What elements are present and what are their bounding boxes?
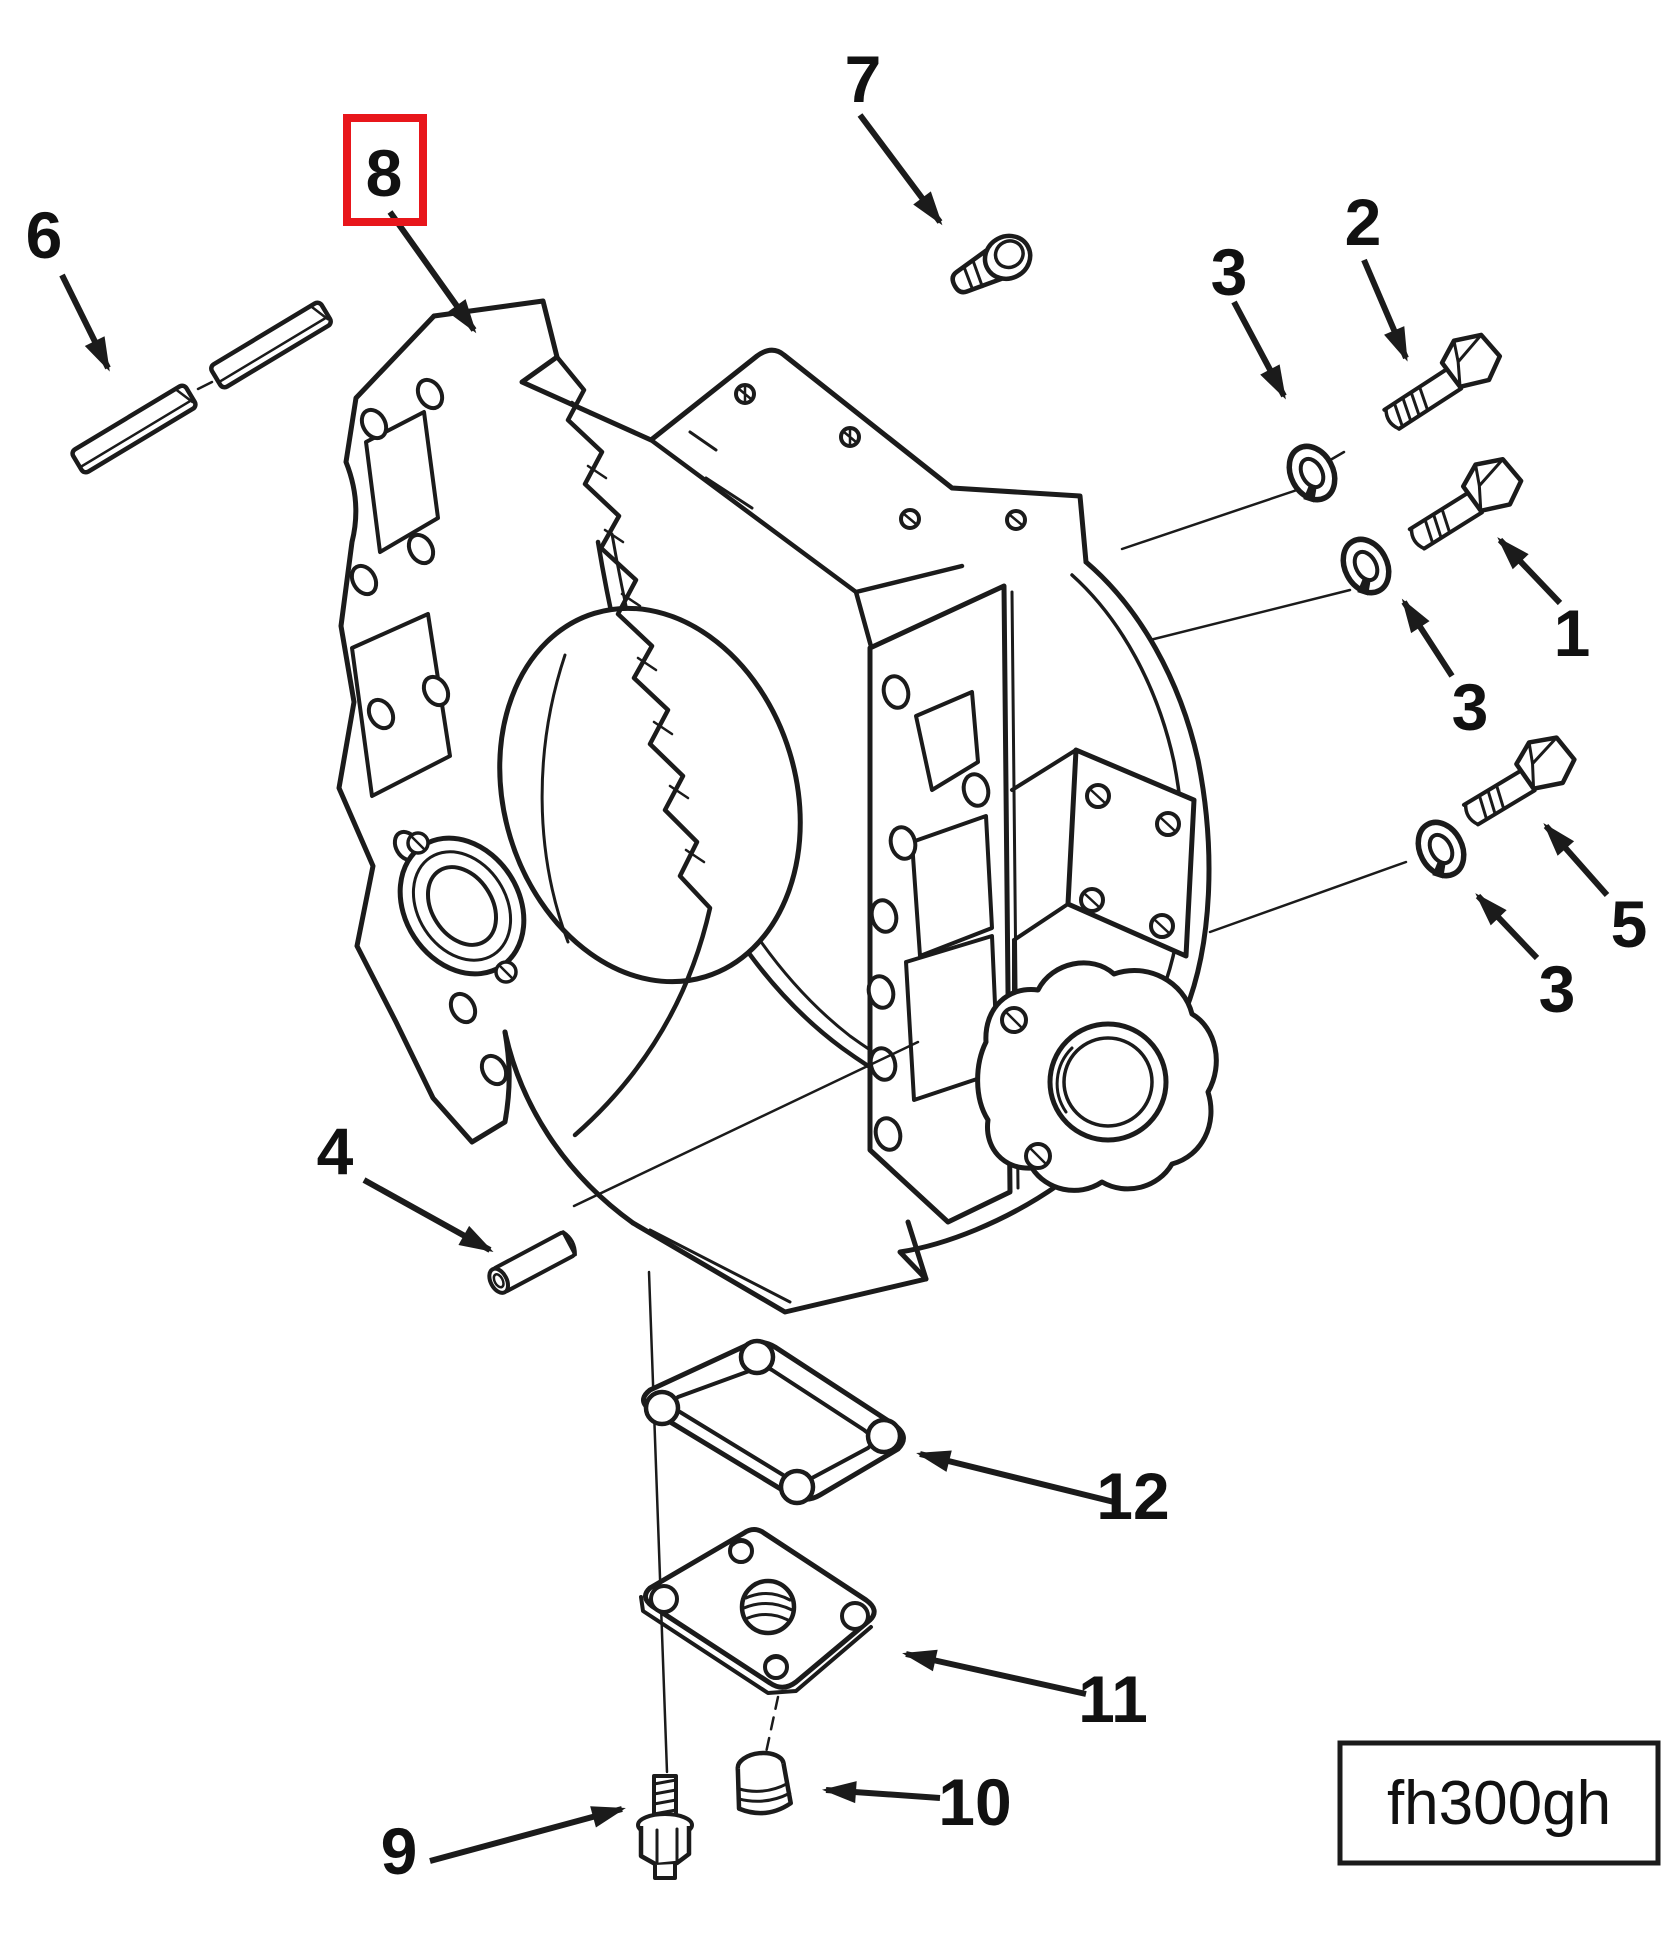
- flange-ridge-edge: [554, 354, 713, 1138]
- washer-3c: [1415, 819, 1467, 879]
- figure-code-text: fh300gh: [1387, 1769, 1611, 1838]
- callout-label-6: 6: [26, 198, 63, 272]
- leader-lines: [196, 380, 1442, 1774]
- washer-3a: [1286, 443, 1338, 503]
- left-mounting-flange: [336, 313, 713, 1226]
- arrow-to-plug-10: [822, 1781, 941, 1804]
- housing-top-edge: [431, 298, 1089, 565]
- alignment-keys: [70, 300, 333, 475]
- highlight-box-8: [343, 114, 427, 226]
- flange-cutout-lower: [350, 612, 452, 798]
- housing-top-hatches: [688, 430, 754, 510]
- cover-plate-11: [639, 1527, 877, 1695]
- arrow-to-gasket-12: [916, 1450, 1115, 1505]
- callout-label-3-top: 3: [1211, 235, 1248, 309]
- callout-label-9: 9: [381, 1814, 418, 1888]
- callout-label-2: 2: [1345, 185, 1382, 259]
- arrow-to-housing-8: [387, 210, 477, 334]
- flywheel-housing: [336, 298, 1219, 1315]
- flange-ridge-hatches: [570, 400, 706, 864]
- callout-label-5: 5: [1611, 887, 1648, 961]
- top-screws: [734, 383, 1027, 531]
- dowel-pin-4: [487, 1230, 577, 1295]
- bolt-1: [1407, 457, 1524, 551]
- drain-plug-axis: [647, 1270, 669, 1774]
- callout-label-3-bot: 3: [1539, 952, 1576, 1026]
- side-pad: [1010, 747, 1197, 1100]
- callout-label-8: 8: [366, 136, 403, 210]
- arrow-to-plate-11: [902, 1649, 1087, 1697]
- figure-code-box: fh300gh: [1337, 1740, 1661, 1866]
- arrow-to-bolt-5: [1543, 823, 1610, 897]
- callout-label-3-mid: 3: [1452, 670, 1489, 744]
- flange-cutout-upper: [364, 410, 440, 554]
- side-pad-screws: [1079, 783, 1181, 939]
- callout-label-7: 7: [845, 42, 882, 116]
- callout-label-11: 11: [1078, 1662, 1148, 1736]
- bottom-pad: [630, 1219, 929, 1315]
- callout-labels: 6 8 7 3 2 1 3 5 3 4 12 11 9 10: [26, 42, 1648, 1888]
- arrow-to-pin-4: [362, 1177, 494, 1253]
- callout-label-12: 12: [1096, 1459, 1169, 1533]
- washer-3b: [1340, 536, 1392, 596]
- lower-port-flange: [975, 960, 1219, 1193]
- arrow-to-washer-3b: [1401, 598, 1455, 678]
- flange-port: [397, 831, 527, 984]
- arrow-to-keys-6: [59, 273, 111, 372]
- bolt-5: [1461, 735, 1577, 827]
- callout-arrows: [59, 113, 1610, 1864]
- callout-label-10: 10: [938, 1765, 1011, 1839]
- bolt-2: [1382, 332, 1503, 431]
- center-opening: [497, 605, 803, 985]
- arrow-to-plug-7: [857, 113, 943, 226]
- plug10-axis-dashed: [762, 1695, 780, 1764]
- pipe-plug-10: [735, 1750, 793, 1816]
- stud-strip: [866, 583, 1020, 1225]
- housing-step-edge: [853, 589, 875, 653]
- callout-label-1: 1: [1554, 596, 1591, 670]
- drain-plug-9: [636, 1774, 694, 1880]
- arrow-to-plug-9: [429, 1806, 626, 1864]
- arrow-to-washer-3c: [1475, 893, 1540, 961]
- callout-label-4: 4: [317, 1114, 354, 1188]
- arrow-to-bolt-1: [1497, 537, 1563, 606]
- pipe-plug-7: [950, 233, 1033, 295]
- gasket-12: [641, 1338, 906, 1506]
- arrow-to-bolt-2: [1361, 258, 1409, 362]
- arrow-to-washer-3a: [1231, 300, 1287, 400]
